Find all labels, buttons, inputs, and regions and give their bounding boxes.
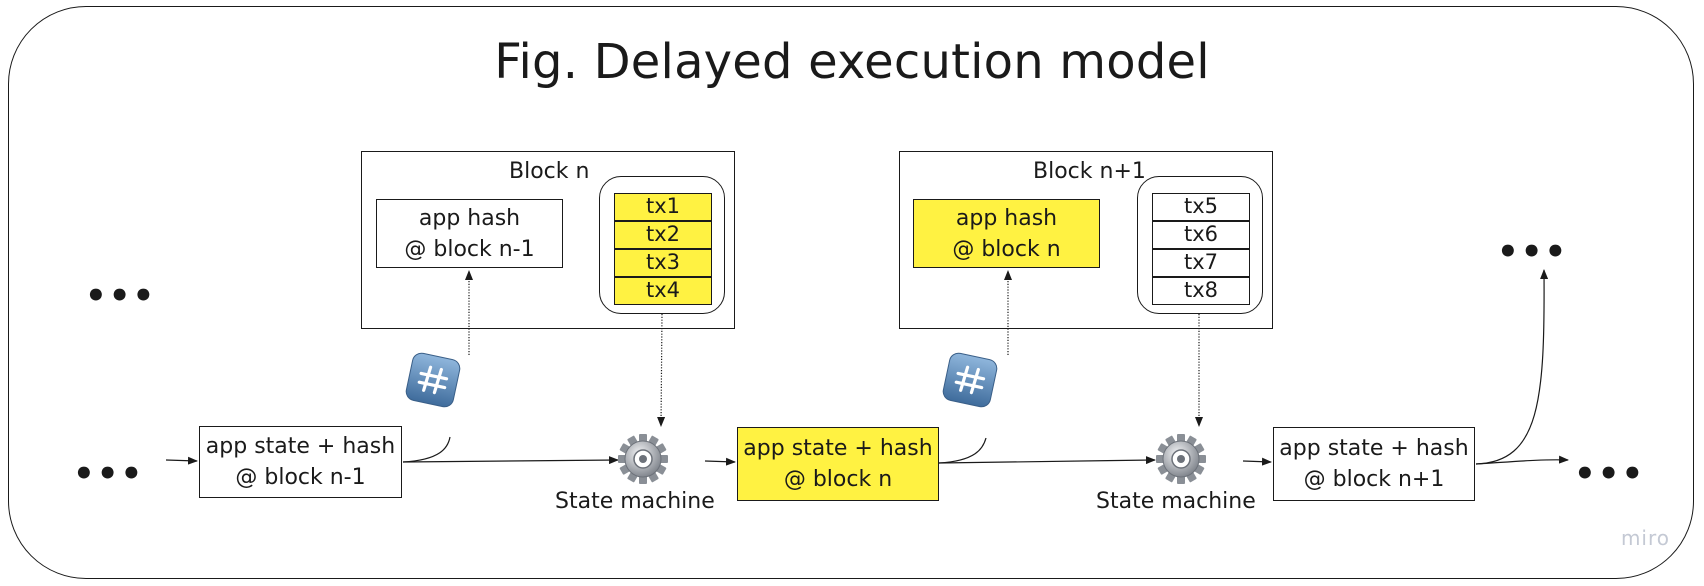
diagram-frame <box>8 6 1694 579</box>
arrow-icon <box>1475 269 1549 465</box>
arrow-icon <box>938 456 1156 465</box>
arrow-icon <box>402 436 451 463</box>
state-line2: @ block n-1 <box>235 465 366 490</box>
tx-item: tx4 <box>614 277 712 305</box>
state-line1: app state + hash <box>205 434 396 459</box>
hash-icon <box>942 352 998 408</box>
block-n-app-hash: app hash @ block n-1 <box>376 199 563 268</box>
block-n1-app-hash-line1: app hash <box>955 205 1058 231</box>
miro-watermark: miro <box>1620 526 1670 550</box>
tx-item: tx7 <box>1152 249 1250 277</box>
block-n-app-hash-line2: @ block n-1 <box>404 236 535 262</box>
state-machine-label: State machine <box>1096 489 1256 514</box>
arrow-icon <box>1242 457 1272 466</box>
diagram-title: Fig. Delayed execution model <box>494 34 1210 90</box>
state-line2: @ block n+1 <box>1303 467 1445 492</box>
state-block-n-minus-1: app state + hash @ block n-1 <box>199 426 402 498</box>
gear-icon <box>1156 434 1206 484</box>
state-line1: app state + hash <box>1279 436 1469 461</box>
block-n1-app-hash: app hash @ block n <box>913 199 1100 268</box>
arrow-icon <box>938 437 987 464</box>
tx-item: tx2 <box>614 221 712 249</box>
block-n1-app-hash-line2: @ block n <box>952 236 1061 262</box>
state-machine-label: State machine <box>555 489 715 514</box>
arrow-icon <box>402 456 619 465</box>
state-block-n-plus-1: app state + hash @ block n+1 <box>1273 427 1475 501</box>
state-block-n: app state + hash @ block n <box>737 427 939 501</box>
arrow-icon <box>657 313 666 427</box>
tx-item: tx1 <box>614 193 712 221</box>
block-n-label: Block n <box>509 159 590 184</box>
gear-icon <box>618 434 668 484</box>
arrow-icon <box>165 456 198 465</box>
tx-item: tx6 <box>1152 221 1250 249</box>
tx-item: tx5 <box>1152 193 1250 221</box>
state-line1: app state + hash <box>743 436 933 461</box>
tx-item: tx3 <box>614 249 712 277</box>
block-n-app-hash-line1: app hash <box>418 205 521 231</box>
tx-item: tx8 <box>1152 277 1250 305</box>
state-line2: @ block n <box>783 467 893 492</box>
block-n1-label: Block n+1 <box>1033 159 1146 184</box>
hash-icon <box>405 352 461 408</box>
arrow-icon <box>704 457 736 466</box>
